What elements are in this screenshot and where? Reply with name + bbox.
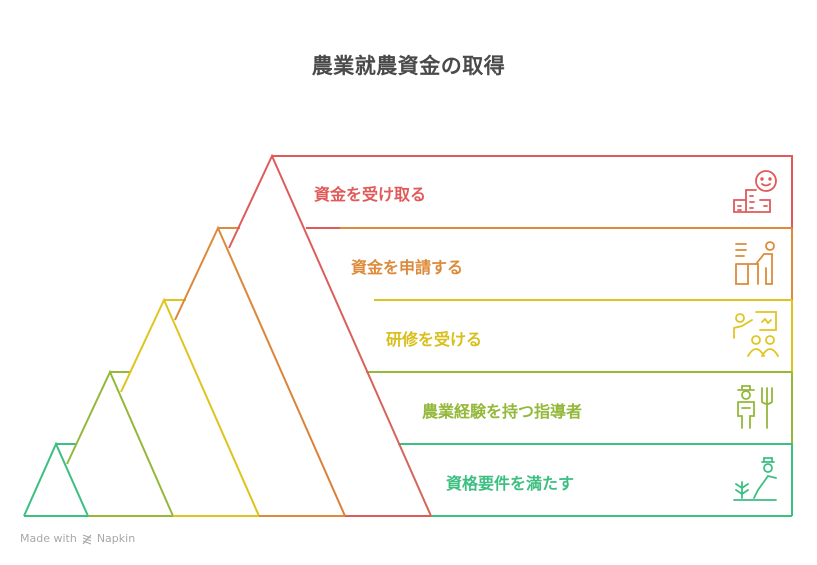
mountain-red <box>228 153 432 517</box>
mountain-orange <box>174 225 346 517</box>
band-1-outline <box>272 155 793 517</box>
happy-building-icon <box>733 170 777 213</box>
person-at-desk-icon <box>735 241 775 285</box>
footer-attribution: Made with Napkin <box>20 532 135 545</box>
farmer-planting-icon <box>733 457 777 501</box>
ledges <box>56 227 240 445</box>
mountain-green <box>23 441 89 517</box>
mountain-yellow <box>120 297 260 517</box>
mountains <box>23 153 432 517</box>
level-3-label: 研修を受ける <box>386 330 483 349</box>
farmer-pitchfork-icon <box>737 385 773 429</box>
mountain-yellowgreen <box>66 369 174 517</box>
made-with-text: Made with <box>20 532 77 545</box>
level-5-label: 資格要件を満たす <box>446 474 575 493</box>
presentation-training-icon <box>733 311 779 357</box>
level-4-label: 農業経験を持つ指導者 <box>422 402 583 421</box>
level-2-label: 資金を申請する <box>351 258 464 277</box>
diagram-title: 農業就農資金の取得 <box>311 54 506 78</box>
napkin-logo-icon <box>82 533 92 545</box>
napkin-brand-text: Napkin <box>96 532 136 545</box>
level-1-label: 資金を受け取る <box>314 185 427 204</box>
